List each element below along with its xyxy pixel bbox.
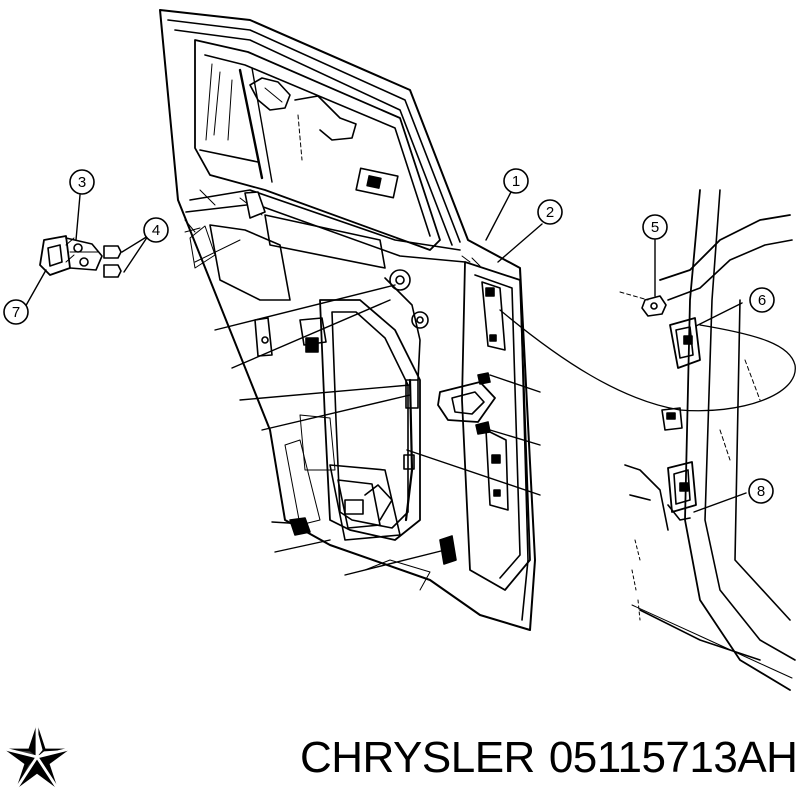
door-end-panel xyxy=(437,255,531,591)
door-inner-panel xyxy=(185,189,466,591)
callout-4-label: 4 xyxy=(152,222,160,239)
part-number: 05115713AH xyxy=(548,733,798,782)
callout-6: 6 xyxy=(749,287,775,313)
callout-1: 1 xyxy=(503,168,529,194)
pentastar-icon xyxy=(3,723,71,790)
hinge-assembly xyxy=(39,235,122,278)
callout-4: 4 xyxy=(143,217,169,243)
callout-5: 5 xyxy=(642,214,668,240)
callout-5-label: 5 xyxy=(651,219,659,236)
callout-leaders xyxy=(23,191,747,513)
door-outline xyxy=(159,9,536,631)
callout-1-label: 1 xyxy=(512,173,520,190)
window-frame xyxy=(194,39,441,251)
callout-8-label: 8 xyxy=(757,483,765,500)
part-caption: CHRYSLER 05115713AH xyxy=(300,733,798,783)
callout-8: 8 xyxy=(748,478,774,504)
body-pillar xyxy=(624,189,796,691)
callout-2-label: 2 xyxy=(546,204,554,221)
callout-3: 3 xyxy=(69,169,95,195)
callout-6-label: 6 xyxy=(758,292,766,309)
leader-lines-left xyxy=(184,219,541,576)
callout-2: 2 xyxy=(537,199,563,225)
brand-name: CHRYSLER xyxy=(300,733,535,782)
callout-3-label: 3 xyxy=(78,174,86,191)
callout-7-label: 7 xyxy=(12,304,20,321)
callout-7: 7 xyxy=(3,299,29,325)
check-link-curve xyxy=(499,309,796,412)
callout-markers: 1 2 3 4 5 6 7 8 xyxy=(3,168,775,504)
